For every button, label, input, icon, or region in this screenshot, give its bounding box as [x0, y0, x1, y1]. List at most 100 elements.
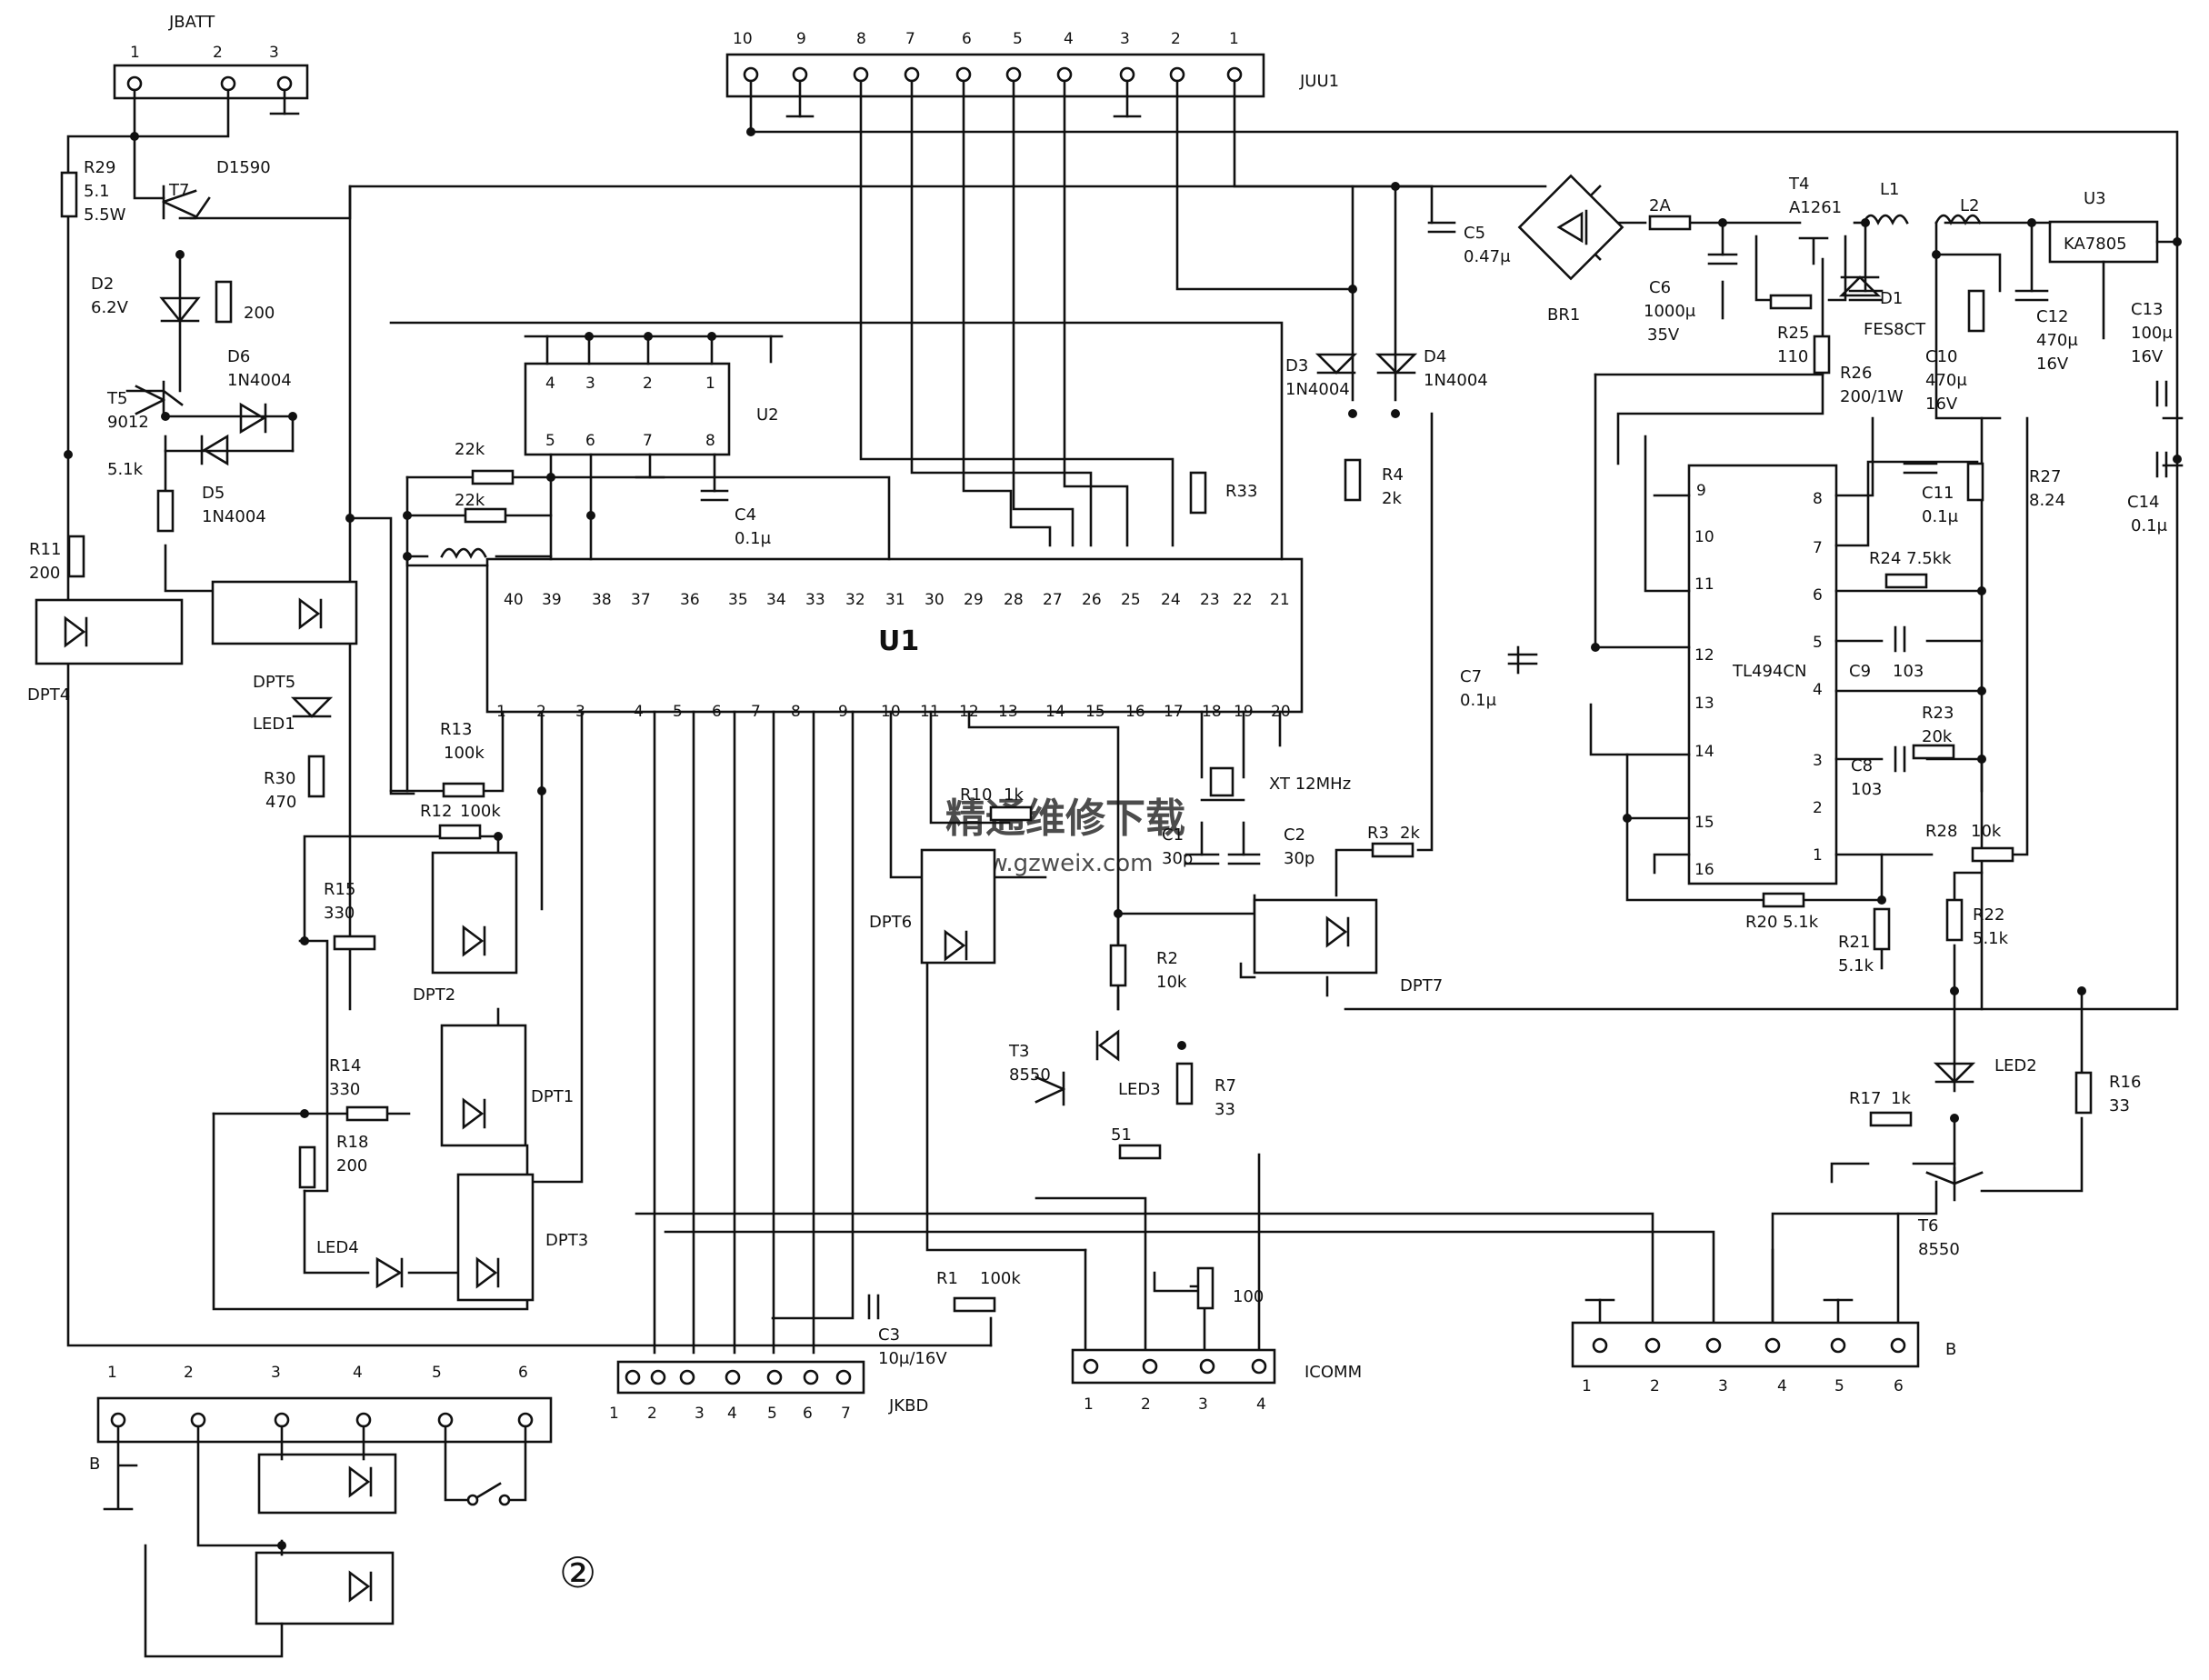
u1-pin-label: 8	[791, 703, 801, 721]
label-led2: LED2	[1994, 1056, 2037, 1075]
jkbd-pin-label: 5	[767, 1405, 777, 1423]
jkbd-pin	[725, 1369, 741, 1385]
resistor-r23	[1912, 744, 1955, 760]
resistor-r33	[1189, 471, 1207, 515]
label-r3-v: 2k	[1400, 824, 1420, 843]
label-100: 100	[1233, 1287, 1264, 1306]
diode-d1	[1838, 275, 1882, 297]
label-r200: 200	[244, 304, 275, 323]
capacitor-c1	[1184, 853, 1220, 865]
label-t7: T7	[168, 181, 189, 200]
resistor-r3	[1371, 842, 1414, 858]
b-left-pin-label: 1	[107, 1364, 117, 1382]
jkbd-pin	[650, 1369, 666, 1385]
tl494-pin-label: 12	[1694, 646, 1714, 665]
b-right-body	[1571, 1321, 1920, 1368]
label-dpt7: DPT7	[1400, 976, 1443, 995]
label-d3: D3	[1285, 356, 1308, 375]
b-left-pin	[517, 1412, 534, 1428]
b-left-pin-label: 5	[432, 1364, 442, 1382]
label-r26-v: 200/1W	[1840, 387, 1904, 406]
u1-pin-label: 28	[1004, 591, 1024, 609]
optocoupler-dpt4	[35, 598, 184, 665]
label-c3-v: 10μ/16V	[878, 1349, 947, 1368]
capacitor-c11	[1903, 462, 1938, 475]
optocoupler-dpt5	[211, 580, 358, 645]
u2-body	[524, 362, 731, 456]
tl494-pin-label: 13	[1694, 695, 1714, 713]
wiring	[66, 79, 2184, 1356]
label-br1: BR1	[1547, 305, 1580, 325]
label-dpt3: DPT3	[545, 1231, 588, 1250]
label-c13-v2: 16V	[2131, 347, 2164, 366]
label-d6-v: 1N4004	[227, 371, 292, 390]
u1-pin-label: 29	[964, 591, 984, 609]
resistor-r11	[67, 535, 85, 578]
label-r12-v: 100k	[460, 802, 501, 821]
u3-name: KA7805	[2064, 235, 2127, 254]
label-r27: R27	[2029, 467, 2061, 486]
label-t4: T4	[1788, 175, 1809, 194]
resistor-r27	[1966, 462, 1984, 502]
label-r33: R33	[1225, 482, 1257, 501]
label-c8-v: 103	[1851, 780, 1882, 799]
component-labels: R29 5.1 5.5W T7 D1590 D2 6.2V 200 D6 1N4…	[27, 158, 2173, 1368]
u1-pin-label: 30	[925, 591, 945, 609]
label-r7-v: 33	[1214, 1100, 1235, 1119]
connector-jkbd: 1 2 3 4 5 6 7 JKBD	[609, 1360, 928, 1423]
jbatt-body	[113, 64, 309, 100]
tl494-pin-label: 9	[1696, 482, 1706, 500]
u1-pin-label: 3	[575, 703, 585, 721]
jbatt-pin	[276, 75, 293, 92]
u1-pin-label: 35	[728, 591, 748, 609]
resistor-51	[1118, 1144, 1162, 1160]
label-c10-v1: 470μ	[1925, 371, 1967, 390]
b-right-pin-label: 4	[1777, 1377, 1787, 1395]
resistors	[60, 171, 2093, 1313]
label-t3: T3	[1008, 1042, 1029, 1061]
tl494-pin-label: 14	[1694, 743, 1714, 761]
optocoupler-dpt3	[456, 1173, 535, 1302]
u2-pin-label: 1	[705, 375, 715, 393]
tl494-pin-label: 16	[1694, 861, 1714, 879]
icomm-pin	[1251, 1358, 1267, 1375]
tl494-pin-label: 4	[1813, 681, 1823, 699]
label-r14: R14	[329, 1056, 361, 1075]
label-c6-v2: 35V	[1647, 325, 1680, 345]
label-r18: R18	[336, 1133, 368, 1152]
label-l1: L1	[1880, 180, 1899, 199]
label-r1-v: 100k	[980, 1269, 1021, 1288]
crystal-xt	[1209, 766, 1234, 797]
u1-pin-label: 23	[1200, 591, 1220, 609]
label-r4: R4	[1382, 465, 1404, 485]
label-r10: R10	[960, 785, 992, 805]
label-r16: R16	[2109, 1073, 2141, 1092]
b-left-label: B	[89, 1455, 100, 1474]
b-left-pin	[274, 1412, 290, 1428]
u3-body	[2048, 220, 2159, 264]
u2-pin-label: 3	[585, 375, 595, 393]
u1-body	[485, 557, 1304, 714]
label-r12: R12	[420, 802, 452, 821]
resistor-r17	[1869, 1111, 1913, 1127]
b-right-pin	[1890, 1337, 1906, 1354]
b-right-pin	[1644, 1337, 1661, 1354]
ic-tl494cn: TL494CN 9 10 11 12 13 14 15 16 8 7 6 5 4…	[1687, 464, 1838, 885]
connector-icomm: 1 2 3 4 ICOMM	[1071, 1348, 1362, 1414]
resistor-22k	[464, 507, 507, 524]
jkbd-pin-label: 6	[803, 1405, 813, 1423]
label-d2-v: 6.2V	[91, 298, 129, 317]
resistor-r13	[442, 782, 485, 798]
b-right-pin	[1764, 1337, 1781, 1354]
juu1-pin	[1005, 66, 1022, 83]
u2-pin-label: 8	[705, 432, 715, 450]
label-22k: 22k	[455, 440, 485, 459]
ic-u2: U2 4 3 2 1 5 6 7 8	[524, 362, 779, 456]
resistor-r2	[1109, 944, 1127, 987]
label-d1590: D1590	[216, 158, 271, 177]
u2-pin-label: 5	[545, 432, 555, 450]
label-r7: R7	[1214, 1076, 1236, 1095]
u1-pin-label: 21	[1270, 591, 1290, 609]
label-c8: C8	[1851, 756, 1873, 775]
label-dpt4: DPT4	[27, 685, 70, 705]
